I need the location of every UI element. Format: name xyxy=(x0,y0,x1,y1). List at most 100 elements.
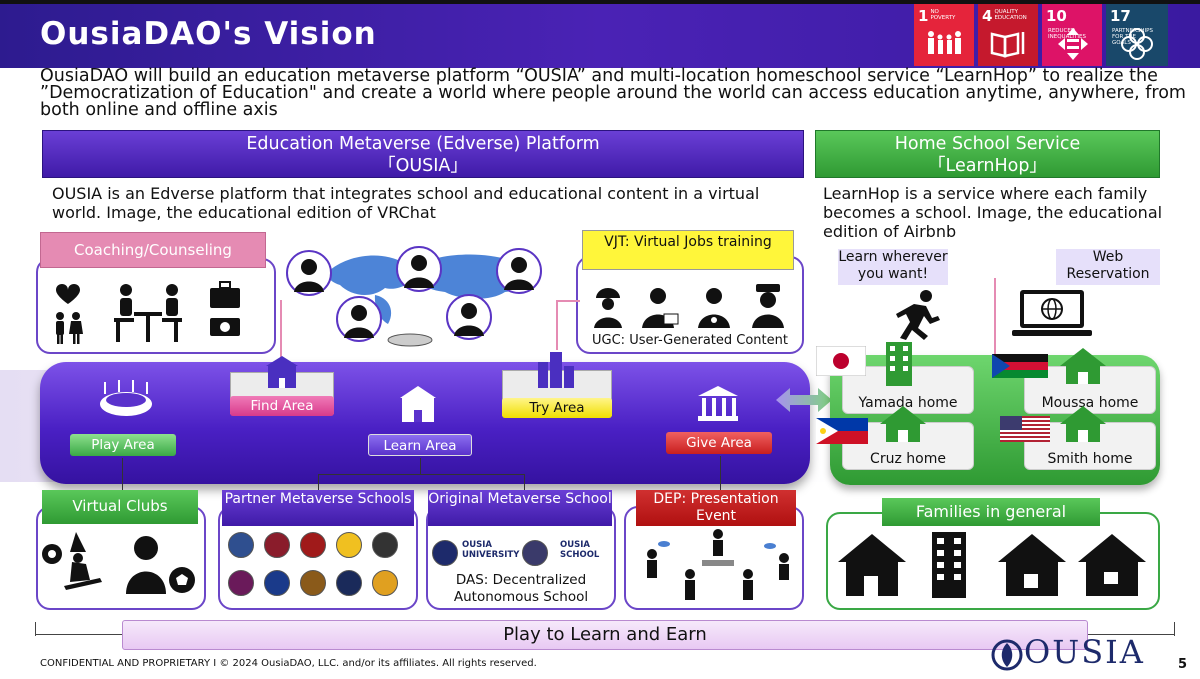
school-crest-icon xyxy=(336,570,362,596)
house-icon xyxy=(838,534,906,596)
connector-line xyxy=(524,474,525,490)
engineer-icon xyxy=(594,288,622,328)
running-person-icon xyxy=(896,290,940,340)
connector-line xyxy=(556,300,580,302)
ousia-platform xyxy=(40,362,810,484)
presentation-icons xyxy=(647,529,789,600)
house-icon xyxy=(998,534,1066,596)
ousia-section-header: Education Metaverse (Edverse) Platform 「… xyxy=(42,130,804,178)
learnhop-description: LearnHop is a service where each family … xyxy=(823,184,1163,241)
sdg-number: 4 xyxy=(982,7,993,25)
usa-flag-icon xyxy=(1000,416,1050,442)
school-crest-icon xyxy=(372,570,398,596)
police-icon xyxy=(752,284,784,328)
double-arrow-icon xyxy=(776,388,832,412)
play-to-learn-bar: Play to Learn and Earn xyxy=(122,620,1088,650)
original-school-label: Original Metaverse School xyxy=(428,490,612,526)
give-area-button[interactable]: Give Area xyxy=(666,432,772,454)
apartment-icon xyxy=(932,532,966,598)
sdg-number: 1 xyxy=(918,7,929,25)
partnership-flower-icon xyxy=(1121,28,1153,60)
philippines-flag-icon xyxy=(816,418,868,444)
school-crest-icon xyxy=(300,570,326,596)
city-buildings-icon xyxy=(538,352,574,388)
avatar-woman-icon xyxy=(496,248,542,294)
ousia-logo-icon xyxy=(432,540,458,566)
sdg-label: QUALITY EDUCATION xyxy=(994,9,1027,21)
connector-line xyxy=(318,474,319,490)
sdg-number: 10 xyxy=(1046,7,1067,25)
audience-icon xyxy=(647,549,789,600)
house-icon xyxy=(1060,406,1106,442)
couple-icon xyxy=(56,312,83,344)
bracket-left xyxy=(35,622,36,636)
house-icon xyxy=(880,406,926,442)
learnhop-section-header: Home School Service 「LearnHop」 xyxy=(815,130,1160,178)
laptop-globe-icon xyxy=(1012,290,1092,336)
home-label: Moussa home xyxy=(1041,395,1139,411)
sdg-number: 17 xyxy=(1110,7,1131,25)
learnhop-header-line1: Home School Service xyxy=(894,134,1081,154)
footer-copyright: CONFIDENTIAL AND PROPRIETARY I © 2024 Ou… xyxy=(40,658,537,669)
play-area-button[interactable]: Play Area xyxy=(70,434,176,456)
soccer-ball-icon xyxy=(169,567,195,593)
find-area-button[interactable]: Find Area xyxy=(230,396,334,416)
ousia-brand-logo: OUSIA xyxy=(990,633,1145,672)
job-icons xyxy=(594,284,784,328)
ousia-header-line1: Education Metaverse (Edverse) Platform xyxy=(246,134,600,154)
equality-icon xyxy=(1058,28,1088,60)
intro-text: OusiaDAO will build an education metaver… xyxy=(40,66,1186,120)
house-icon xyxy=(1078,534,1146,596)
connector-line xyxy=(420,458,421,474)
home-label: Cruz home xyxy=(870,451,946,467)
brand-text: OUSIA xyxy=(1024,633,1145,671)
vr-headset-icon xyxy=(387,333,433,347)
school-crest-icon xyxy=(228,532,254,558)
school-crest-icon xyxy=(372,532,398,558)
school-crest-icon xyxy=(264,570,290,596)
school-crest-icon xyxy=(300,532,326,558)
meeting-icon xyxy=(114,284,182,342)
coaching-icons xyxy=(56,281,240,344)
page-title: OusiaDAO's Vision xyxy=(40,16,377,52)
connector-line xyxy=(556,300,558,350)
home-label: Smith home xyxy=(1047,451,1133,467)
sdg-label: REDUCED INEQUALITIES xyxy=(1048,28,1086,40)
apartment-building-icon xyxy=(886,342,912,386)
virtual-clubs-label: Virtual Clubs xyxy=(42,490,198,524)
try-area-button[interactable]: Try Area xyxy=(502,398,612,418)
learn-area-button[interactable]: Learn Area xyxy=(368,434,472,456)
home-label: Yamada home xyxy=(858,395,958,411)
sdg-10-badge: 10REDUCED INEQUALITIES xyxy=(1042,4,1102,66)
vjt-label: VJT: Virtual Jobs training xyxy=(582,230,794,270)
ugc-label: UGC: User-Generated Content xyxy=(592,333,788,348)
connector-line xyxy=(720,456,721,490)
family-icon xyxy=(928,31,961,54)
ousia-description: OUSIA is an Edverse platform that integr… xyxy=(52,184,760,222)
cash-icon xyxy=(210,318,240,336)
avatar-man-icon xyxy=(396,246,442,292)
bracket-right xyxy=(1174,622,1175,636)
ousia-seal-icon xyxy=(522,540,548,566)
school-icon xyxy=(400,386,436,422)
book-pencil-icon xyxy=(990,32,1025,58)
presenter-icon xyxy=(702,529,734,566)
moussa-home-card[interactable]: Moussa home xyxy=(1024,366,1156,414)
families-label: Families in general xyxy=(882,498,1100,526)
coaching-label: Coaching/Counseling xyxy=(40,232,266,268)
gorilla-icon xyxy=(126,536,166,594)
ousia-header-line2: 「OUSIA」 xyxy=(378,156,468,176)
coin-stack-icon xyxy=(658,541,776,549)
house-icon xyxy=(1060,348,1106,384)
avatar-woman-icon xyxy=(286,250,332,296)
homes-icons xyxy=(838,532,1146,598)
sdg-17-badge: 17PARTNERSHIPS FOR THE GOALS xyxy=(1106,4,1168,66)
connector-line xyxy=(318,474,524,475)
sdg-label: NO POVERTY xyxy=(930,9,956,21)
school-crest-icon xyxy=(336,532,362,558)
dep-label: DEP: Presentation Event xyxy=(636,490,796,526)
stadium-icon xyxy=(100,380,152,416)
partner-schools-label: Partner Metaverse Schools xyxy=(222,490,414,526)
